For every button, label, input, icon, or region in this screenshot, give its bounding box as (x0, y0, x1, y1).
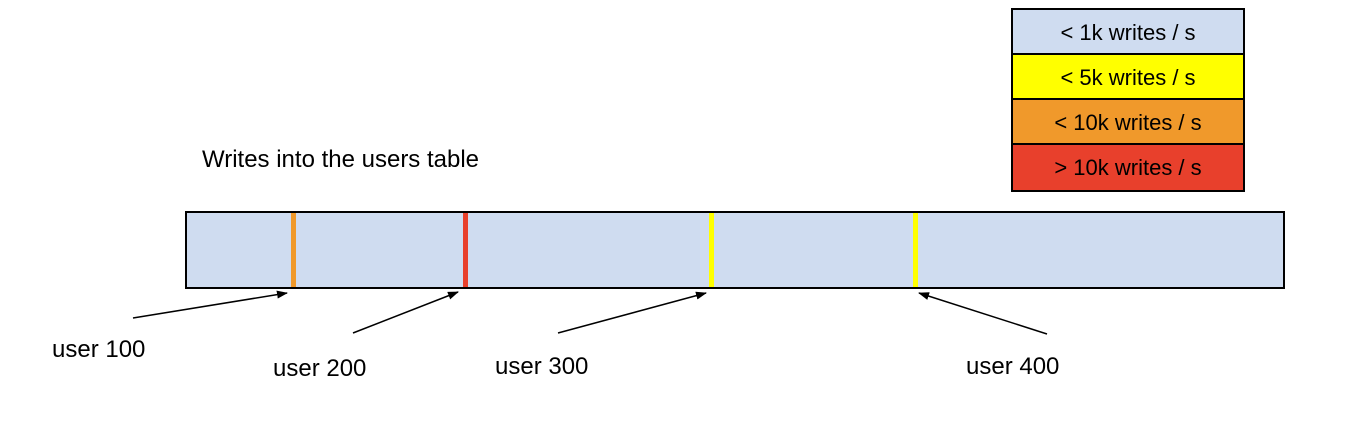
write-hotspot-stripe-user-400 (913, 213, 918, 287)
legend-item-lt-10k: < 10k writes / s (1013, 100, 1243, 145)
user-label-100: user 100 (52, 336, 146, 363)
users-table-bar (185, 211, 1285, 289)
write-hotspot-stripe-user-200 (463, 213, 468, 287)
legend-item-label: < 10k writes / s (1054, 110, 1202, 135)
legend-item-label: < 5k writes / s (1060, 65, 1196, 90)
legend-item-label: < 1k writes / s (1060, 20, 1196, 45)
arrow-user-300 (557, 291, 707, 334)
user-label-400: user 400 (966, 353, 1060, 380)
arrow-user-200 (352, 291, 459, 334)
legend-item-gt-10k: > 10k writes / s (1013, 145, 1243, 190)
legend-item-lt-1k: < 1k writes / s (1013, 10, 1243, 55)
diagram-title: Writes into the users table (202, 146, 480, 173)
arrow-user-100 (132, 290, 288, 319)
write-hotspot-stripe-user-100 (291, 213, 296, 287)
legend: < 1k writes / s < 5k writes / s < 10k wr… (1011, 8, 1245, 192)
arrow-user-400 (918, 292, 1048, 335)
legend-item-label: > 10k writes / s (1054, 155, 1202, 180)
write-hotspot-stripe-user-300 (709, 213, 714, 287)
user-label-300: user 300 (495, 353, 589, 380)
user-label-200: user 200 (273, 355, 367, 382)
legend-item-lt-5k: < 5k writes / s (1013, 55, 1243, 100)
